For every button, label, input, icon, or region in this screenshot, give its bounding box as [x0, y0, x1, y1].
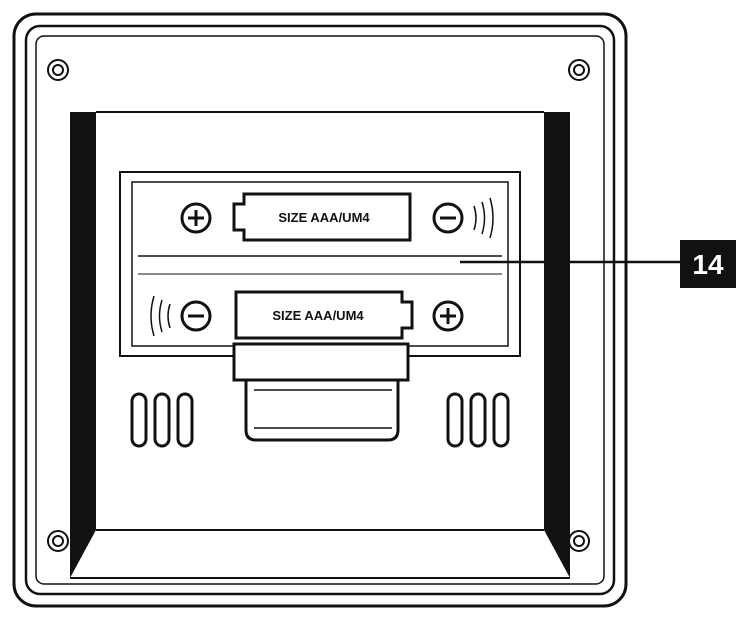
- device-housing: [12, 12, 628, 608]
- callout-number: 14: [692, 249, 724, 280]
- corner-screw-bottom-right: [568, 530, 590, 552]
- battery-top-label: SIZE AAA/UM4: [278, 210, 370, 225]
- vent-slots-right: [446, 392, 510, 448]
- battery-top: SIZE AAA/UM4: [232, 192, 412, 242]
- minus-terminal-icon: [432, 202, 464, 234]
- battery-bottom-label: SIZE AAA/UM4: [272, 308, 364, 323]
- vent-slots-left: [130, 392, 194, 448]
- minus-terminal-icon: [180, 300, 212, 332]
- callout-14: 14: [460, 240, 736, 288]
- corner-screw-top-left: [47, 59, 69, 81]
- plus-terminal-icon: [180, 202, 212, 234]
- plus-terminal-icon: [432, 300, 464, 332]
- corner-screw-top-right: [568, 59, 590, 81]
- spring-contact-icon: [150, 295, 171, 337]
- stand-panel: [70, 111, 570, 579]
- battery-bottom: SIZE AAA/UM4: [234, 290, 414, 340]
- corner-screw-bottom-left: [47, 530, 69, 552]
- spring-contact-icon: [473, 197, 494, 239]
- compartment-latch: [232, 342, 410, 442]
